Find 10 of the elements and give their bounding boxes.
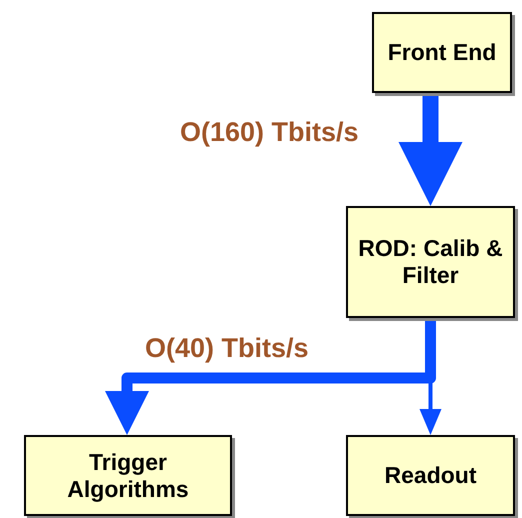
process-box [24,435,232,516]
process-box [346,435,515,516]
box-label: Front End [388,39,496,66]
box-label: Trigger Algorithms [66,448,190,502]
arrow [398,93,462,206]
box-label: ROD: Calib & Filter [357,235,504,289]
box-label: Readout [384,462,476,489]
process-box [372,12,512,93]
arrow [105,318,436,435]
process-box [346,206,515,318]
